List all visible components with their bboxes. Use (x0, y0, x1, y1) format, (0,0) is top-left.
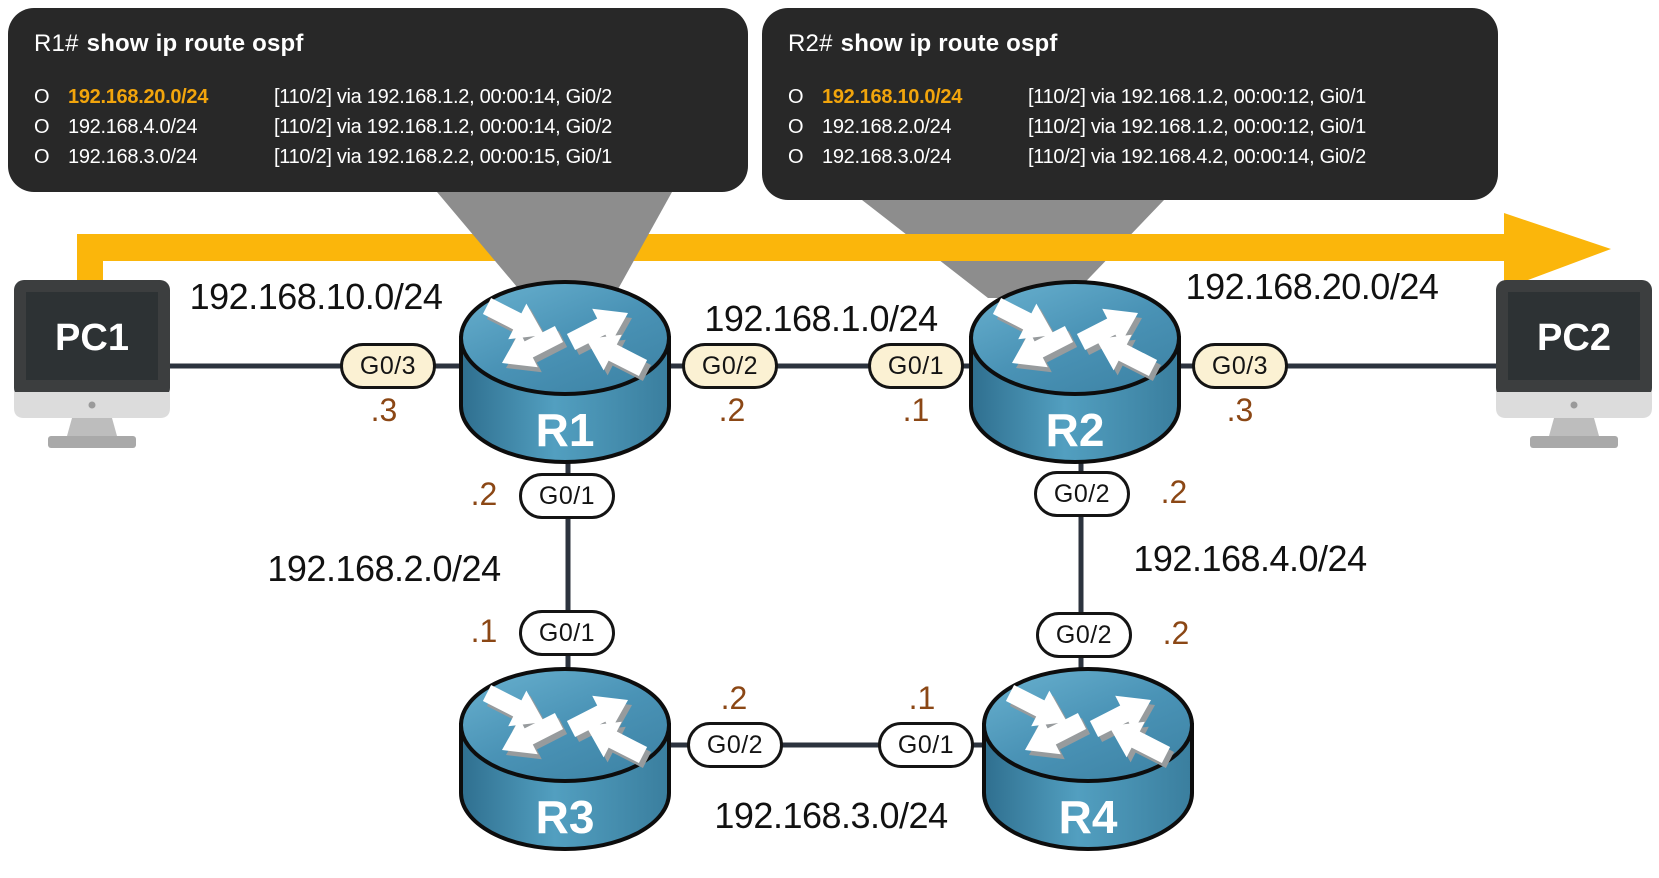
octet-label-r1-g0-3: .3 (370, 392, 398, 428)
network-label-192-168-3: 192.168.3.0/24 (714, 795, 948, 836)
interface-pill-r2-g0-1: G0/1 (868, 343, 964, 389)
network-label-192-168-4: 192.168.4.0/24 (1133, 538, 1367, 579)
octet-label-r1-g0-1: .2 (470, 476, 498, 512)
router-arrows-icon (482, 297, 648, 377)
router-arrows-icon (482, 684, 648, 764)
interface-pill-r2-g0-2: G0/2 (1034, 471, 1130, 517)
pc2-label: PC2 (1537, 317, 1611, 359)
octet-label-r1-g0-2: .2 (718, 392, 746, 428)
route-prefix: 192.168.3.0/24 (822, 146, 952, 168)
network-label-192-168-20: 192.168.20.0/24 (1185, 266, 1439, 307)
router-r1-label: R1 (536, 404, 595, 456)
router-icon: R4 (982, 667, 1194, 851)
arrow-head (1504, 213, 1611, 289)
route-prefix: 192.168.4.0/24 (68, 116, 198, 138)
route-line: O 192.168.20.0/24 [110/2] via 192.168.1.2,… (34, 82, 722, 112)
router-arrows-icon (1005, 684, 1171, 764)
prompt-command: show ip route ospf (86, 30, 304, 57)
route-detail: [110/2] via 192.168.1.2, 00:00:12, Gi0/1 (1028, 86, 1366, 108)
route-detail: [110/2] via 192.168.1.2, 00:00:14, Gi0/2 (274, 86, 612, 108)
terminal-r1-routes: O 192.168.20.0/24 [110/2] via 192.168.1.2,… (34, 82, 722, 172)
callout-tail-r1 (437, 192, 672, 300)
network-label-192-168-1: 192.168.1.0/24 (704, 298, 938, 339)
route-code: O (34, 116, 50, 138)
interface-pill-r4-g0-1: G0/1 (878, 722, 974, 768)
router-arrows-icon (992, 297, 1158, 377)
route-code: O (788, 116, 804, 138)
router-r2: R2 (965, 276, 1185, 468)
route-line: O 192.168.3.0/24 [110/2] via 192.168.4.2, … (788, 142, 1472, 172)
interface-pill-r3-g0-2: G0/2 (687, 722, 783, 768)
route-detail: [110/2] via 192.168.1.2, 00:00:14, Gi0/2 (274, 116, 612, 138)
octet-label-r2-g0-2: .2 (1160, 474, 1188, 510)
router-icon: R3 (459, 667, 671, 851)
router-r4: R4 (978, 663, 1198, 855)
route-line: O 192.168.4.0/24 [110/2] via 192.168.1.2, … (34, 112, 722, 142)
octet-label-r2-g0-1: .1 (902, 392, 930, 428)
interface-pill-r1-g0-2: G0/2 (682, 343, 778, 389)
imac-icon: PC2 (1496, 280, 1652, 448)
route-line: O 192.168.2.0/24 [110/2] via 192.168.1.2, … (788, 112, 1472, 142)
terminal-r2: R2# show ip route ospf O 192.168.10.0/24 [1… (762, 8, 1498, 200)
route-code: O (34, 86, 50, 108)
octet-label-r2-g0-3: .3 (1226, 392, 1254, 428)
prompt-command: show ip route ospf (840, 30, 1058, 57)
interface-pill-r4-g0-2: G0/2 (1036, 612, 1132, 658)
route-line: O 192.168.10.0/24 [110/2] via 192.168.1.2,… (788, 82, 1472, 112)
octet-label-r3-g0-2: .2 (720, 680, 748, 716)
pc1-label: PC1 (55, 317, 129, 359)
octet-label-r4-g0-1: .1 (908, 680, 936, 716)
route-code: O (788, 86, 804, 108)
pc2-workstation: PC2 (1494, 280, 1654, 452)
route-code: O (34, 146, 50, 168)
terminal-r1: R1# show ip route ospf O 192.168.20.0/24 [1… (8, 8, 748, 192)
octet-label-r4-g0-2: .2 (1162, 615, 1190, 651)
network-label-192-168-10: 192.168.10.0/24 (189, 276, 443, 317)
route-prefix: 192.168.20.0/24 (68, 86, 209, 108)
terminal-r1-prompt: R1# show ip route ospf (34, 30, 722, 58)
imac-icon: PC1 (14, 280, 170, 448)
network-label-192-168-2: 192.168.2.0/24 (267, 548, 501, 589)
route-prefix: 192.168.3.0/24 (68, 146, 198, 168)
route-detail: [110/2] via 192.168.2.2, 00:00:15, Gi0/1 (274, 146, 612, 168)
arrow-shaft (77, 234, 1504, 261)
router-r3-label: R3 (536, 791, 595, 843)
terminal-r2-prompt: R2# show ip route ospf (788, 30, 1472, 58)
interface-pill-r3-g0-1: G0/1 (519, 610, 615, 656)
router-icon: R1 (459, 280, 671, 464)
prompt-host: R2# (788, 30, 833, 57)
router-r2-label: R2 (1046, 404, 1105, 456)
router-r4-label: R4 (1059, 791, 1118, 843)
interface-pill-r1-g0-3: G0/3 (340, 343, 436, 389)
router-icon: R2 (969, 280, 1181, 464)
pc1-workstation: PC1 (12, 280, 172, 452)
interface-pill-r2-g0-3: G0/3 (1192, 343, 1288, 389)
octet-label-r3-g0-1: .1 (470, 613, 498, 649)
route-detail: [110/2] via 192.168.1.2, 00:00:12, Gi0/1 (1028, 116, 1366, 138)
router-r1: R1 (455, 276, 675, 468)
route-detail: [110/2] via 192.168.4.2, 00:00:14, Gi0/2 (1028, 146, 1366, 168)
terminal-r2-routes: O 192.168.10.0/24 [110/2] via 192.168.1.2,… (788, 82, 1472, 172)
interface-pill-r1-g0-1: G0/1 (519, 473, 615, 519)
route-code: O (788, 146, 804, 168)
route-prefix: 192.168.2.0/24 (822, 116, 952, 138)
traffic-flow-arrow (77, 213, 1611, 290)
route-prefix: 192.168.10.0/24 (822, 86, 963, 108)
router-r3: R3 (455, 663, 675, 855)
prompt-host: R1# (34, 30, 79, 57)
route-line: O 192.168.3.0/24 [110/2] via 192.168.2.2, … (34, 142, 722, 172)
